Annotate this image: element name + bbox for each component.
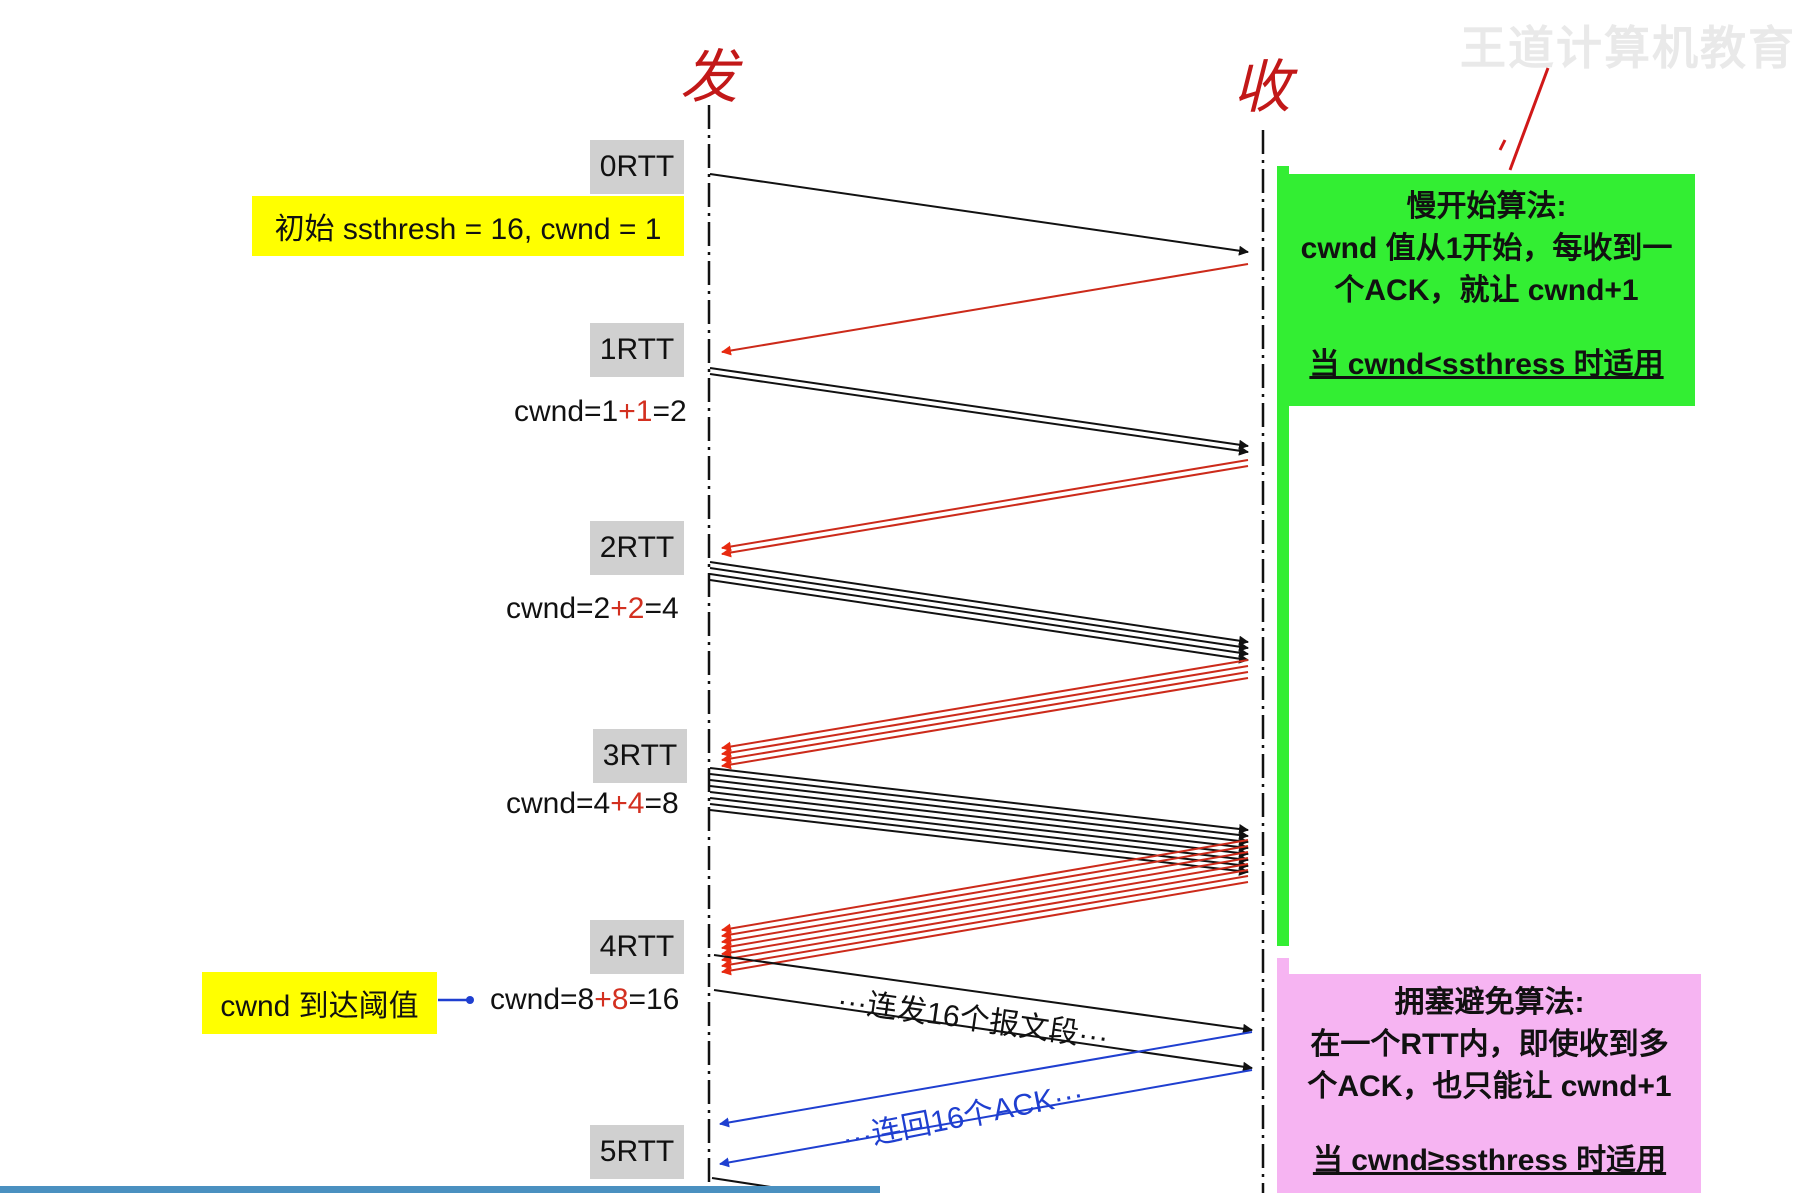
congestion-avoidance-condition: 当 cwnd≥ssthress 时适用: [1312, 1144, 1667, 1177]
congestion-avoidance-line-1: 在一个RTT内，即使收到多: [1310, 1028, 1669, 1061]
threshold-note: cwnd 到达阈值: [202, 972, 437, 1034]
segment-arrow: [709, 797, 1249, 864]
slow-start-line-2: 个ACK，就让 cwnd+1: [1334, 274, 1639, 307]
segment-arrow: [709, 791, 1249, 858]
segment-arrow: [709, 785, 1249, 852]
ack-arrow: [721, 671, 1249, 764]
slow-start-line-1: cwnd 值从1开始，每收到一: [1300, 232, 1673, 265]
ack-arrow: [721, 851, 1249, 946]
sender-header: 发: [680, 43, 739, 111]
video-progress-strip: [0, 1186, 880, 1193]
segment-arrow: [709, 567, 1249, 652]
segment-arrow: [709, 773, 1249, 840]
slow-start-panel: 慢开始算法: cwnd 值从1开始，每收到一 个ACK，就让 cwnd+1 当 …: [1278, 174, 1695, 406]
segment-arrow: [713, 989, 1253, 1072]
rtt-label-2: 2RTT: [590, 521, 684, 575]
ack-arrow: [719, 1031, 1253, 1128]
rtt-label-5: 5RTT: [590, 1125, 684, 1179]
ack-arrow: [721, 677, 1249, 770]
rtt-label-4: 4RTT: [590, 920, 684, 974]
segment-arrow: [709, 579, 1249, 664]
cwnd-step-2: cwnd=2+2=4: [506, 592, 679, 625]
arrow-group: [709, 173, 1253, 1193]
receiver-header: 收: [1233, 53, 1292, 121]
segment-arrow: [709, 561, 1249, 646]
ack-arrow: [721, 465, 1249, 558]
annotation-scribble: [1498, 67, 1550, 171]
slow-start-title: 慢开始算法:: [1406, 190, 1567, 223]
rtt-label-3: 3RTT: [593, 729, 687, 783]
segment-arrow: [709, 573, 1249, 658]
slow-start-condition: 当 cwnd<ssthress 时适用: [1309, 348, 1664, 381]
cwnd-step-1: cwnd=1+1=2: [514, 395, 687, 428]
cwnd-step-3: cwnd=4+4=8: [506, 787, 679, 820]
rtt-label-1: 1RTT: [590, 323, 684, 377]
segment-arrow: [709, 809, 1249, 876]
ack-arrow: [721, 263, 1249, 356]
ack-arrow: [719, 1069, 1253, 1168]
ack-arrow: [721, 863, 1249, 958]
ack-arrow: [721, 839, 1249, 934]
ack-arrow: [721, 665, 1249, 758]
segment-arrow: [709, 367, 1249, 450]
segment-arrow: [709, 767, 1249, 834]
ack-arrow: [721, 459, 1249, 552]
segment-arrow: [709, 779, 1249, 846]
ack-arrow: [721, 659, 1249, 752]
segment-arrow: [713, 954, 1253, 1034]
watermark: 王道计算机教育: [1460, 22, 1796, 74]
ack-arrow: [721, 845, 1249, 940]
cwnd-step-4: cwnd=8+8=16: [490, 983, 680, 1016]
ack-arrow: [721, 869, 1249, 964]
congestion-avoidance-line-2: 个ACK，也只能让 cwnd+1: [1307, 1070, 1672, 1103]
segment-arrow: [709, 373, 1249, 456]
congestion-avoidance-title: 拥塞避免算法:: [1394, 986, 1585, 1019]
initial-note: 初始 ssthresh = 16, cwnd = 1: [252, 196, 684, 256]
congestion-avoidance-panel: 拥塞避免算法: 在一个RTT内，即使收到多 个ACK，也只能让 cwnd+1 当…: [1278, 974, 1701, 1193]
segment-arrow: [709, 173, 1249, 256]
ack-arrow: [721, 875, 1249, 970]
segment-arrow: [709, 803, 1249, 870]
ack-arrow: [721, 857, 1249, 952]
rtt-label-0: 0RTT: [590, 140, 684, 194]
ack-arrow: [721, 881, 1249, 976]
